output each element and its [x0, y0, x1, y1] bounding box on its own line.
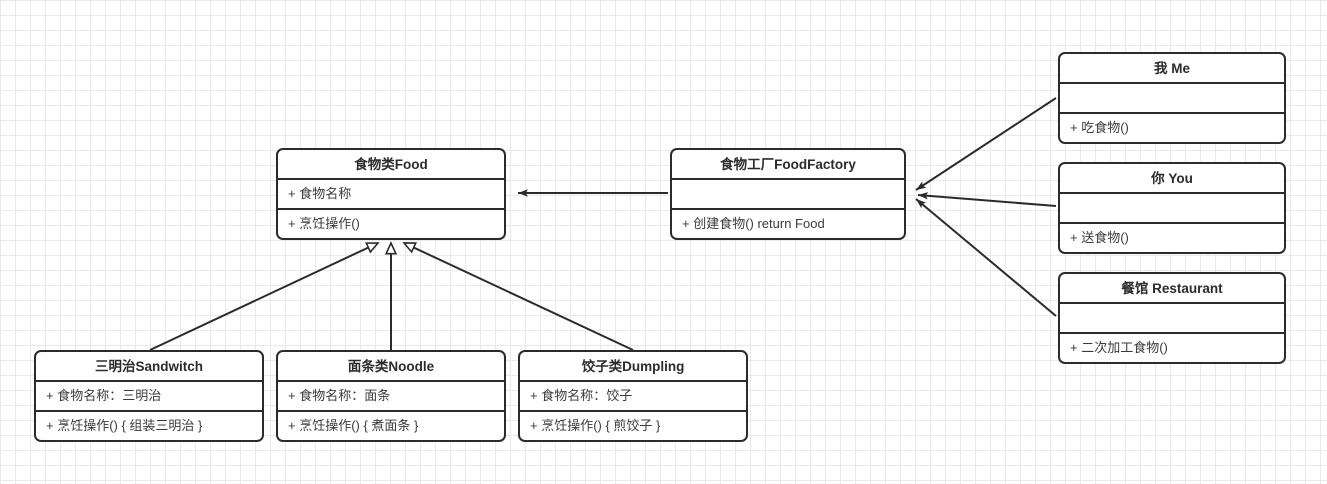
operation-row: + 送食物(): [1070, 230, 1129, 245]
edge-me-uses-factory: [915, 97, 1057, 191]
class-operations-food-factory: + 创建食物() return Food: [672, 210, 904, 238]
class-box-you[interactable]: 你 You + 送食物(): [1058, 162, 1286, 254]
class-attributes-restaurant: [1060, 304, 1284, 334]
edge-sandwitch-extends-food: [149, 242, 378, 351]
class-box-noodle[interactable]: 面条类Noodle + 食物名称：面条 + 烹饪操作() { 煮面条 }: [276, 350, 506, 442]
class-name-sandwitch: 三明治Sandwitch: [36, 352, 262, 382]
class-attributes-food: + 食物名称: [278, 180, 504, 210]
class-operations-noodle: + 烹饪操作() { 煮面条 }: [278, 412, 504, 440]
operation-row: + 烹饪操作(): [288, 216, 360, 231]
class-box-food-factory[interactable]: 食物工厂FoodFactory + 创建食物() return Food: [670, 148, 906, 240]
edge-restaurant-uses-factory: [915, 198, 1057, 317]
class-attributes-you: [1060, 194, 1284, 224]
class-box-food[interactable]: 食物类Food + 食物名称 + 烹饪操作(): [276, 148, 506, 240]
class-box-sandwitch[interactable]: 三明治Sandwitch + 食物名称：三明治 + 烹饪操作() { 组装三明治…: [34, 350, 264, 442]
class-name-me: 我 Me: [1060, 54, 1284, 84]
class-attributes-dumpling: + 食物名称：饺子: [520, 382, 746, 412]
class-attributes-noodle: + 食物名称：面条: [278, 382, 504, 412]
operation-row: + 创建食物() return Food: [682, 216, 825, 231]
operation-row: + 烹饪操作() { 煎饺子 }: [530, 418, 661, 433]
class-operations-food: + 烹饪操作(): [278, 210, 504, 238]
class-name-restaurant: 餐馆 Restaurant: [1060, 274, 1284, 304]
class-operations-dumpling: + 烹饪操作() { 煎饺子 }: [520, 412, 746, 440]
class-name-food-factory: 食物工厂FoodFactory: [672, 150, 904, 180]
class-box-restaurant[interactable]: 餐馆 Restaurant + 二次加工食物(): [1058, 272, 1286, 364]
attribute-row: + 食物名称：面条: [288, 388, 391, 403]
operation-row: + 烹饪操作() { 组装三明治 }: [46, 418, 203, 433]
class-box-dumpling[interactable]: 饺子类Dumpling + 食物名称：饺子 + 烹饪操作() { 煎饺子 }: [518, 350, 748, 442]
class-name-food: 食物类Food: [278, 150, 504, 180]
operation-row: + 烹饪操作() { 煮面条 }: [288, 418, 419, 433]
class-attributes-food-factory: [672, 180, 904, 210]
class-operations-me: + 吃食物(): [1060, 114, 1284, 142]
class-name-dumpling: 饺子类Dumpling: [520, 352, 746, 382]
operation-row: + 二次加工食物(): [1070, 340, 1168, 355]
attribute-row: + 食物名称：饺子: [530, 388, 633, 403]
class-operations-restaurant: + 二次加工食物(): [1060, 334, 1284, 362]
edge-you-uses-factory: [917, 192, 1057, 207]
class-box-me[interactable]: 我 Me + 吃食物(): [1058, 52, 1286, 144]
attribute-row: + 食物名称: [288, 186, 352, 201]
class-operations-sandwitch: + 烹饪操作() { 组装三明治 }: [36, 412, 262, 440]
edge-dumpling-extends-food: [404, 242, 634, 351]
class-name-you: 你 You: [1060, 164, 1284, 194]
class-attributes-me: [1060, 84, 1284, 114]
operation-row: + 吃食物(): [1070, 120, 1129, 135]
attribute-row: + 食物名称：三明治: [46, 388, 162, 403]
class-attributes-sandwitch: + 食物名称：三明治: [36, 382, 262, 412]
class-operations-you: + 送食物(): [1060, 224, 1284, 252]
class-name-noodle: 面条类Noodle: [278, 352, 504, 382]
